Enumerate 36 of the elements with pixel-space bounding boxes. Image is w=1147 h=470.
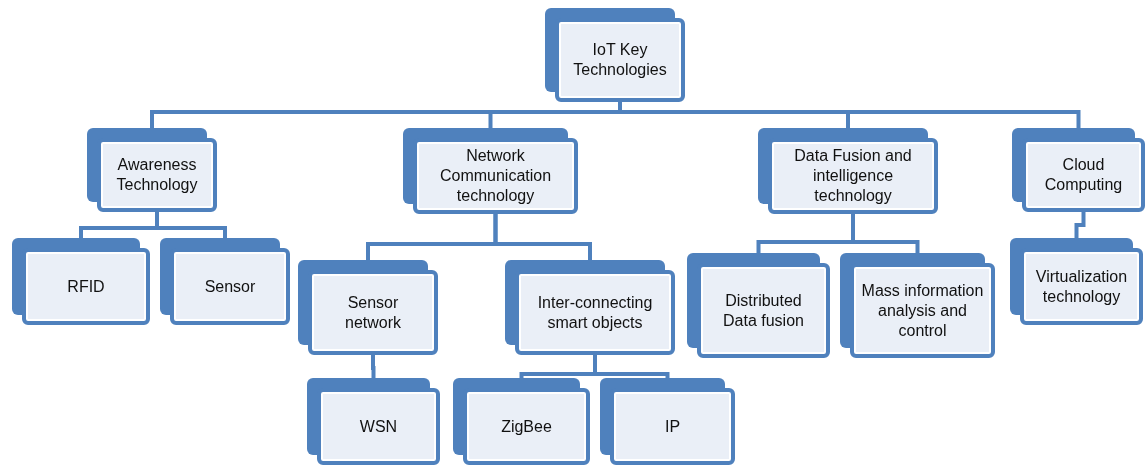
process-box [840,253,995,358]
node-label: Network Communication technology [438,146,553,206]
process-box [758,128,938,214]
connector-line [371,355,376,378]
node-label: Sensor [203,276,257,297]
node-label: ZigBee [500,416,553,437]
process-box [307,378,440,465]
connector-line [618,102,1081,128]
process-box [160,238,290,325]
connector-line [155,212,227,238]
process-box [545,8,685,102]
process-box [87,128,217,212]
connector-line [493,214,592,260]
process-box [453,378,590,465]
connector-line [851,214,920,253]
process-box [403,128,578,214]
process-box [600,378,735,465]
connector-line [1074,212,1086,238]
process-box [298,260,438,355]
node-label: Data Fusion and intelligence technology [793,146,913,206]
node-label: IoT Key Technologies [572,40,668,80]
node-label: Inter-connecting smart objects [536,292,654,333]
node-label: Distributed Data fusion [722,290,805,331]
node-label: RFID [66,276,106,297]
process-box [1010,238,1143,325]
node-label: WSN [358,416,399,437]
node-label: Sensor network [344,292,402,333]
node-label: Cloud Computing [1043,155,1124,195]
node-label: IP [663,416,682,437]
process-box [1012,128,1145,212]
process-box [12,238,150,325]
node-label: Awareness Technology [115,155,199,195]
process-box [687,253,830,358]
node-label: Virtualization technology [1034,266,1129,307]
process-box [505,260,675,355]
node-label: Mass information analysis and control [860,280,985,341]
